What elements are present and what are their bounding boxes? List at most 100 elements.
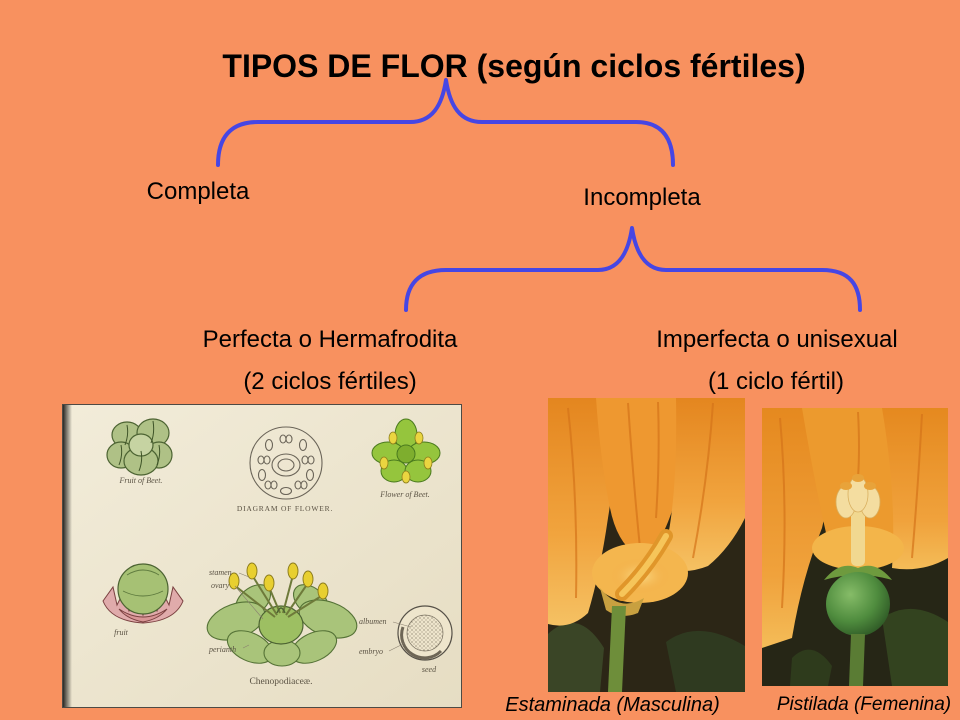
background-foliage bbox=[882, 608, 948, 686]
caption-pistillate: Pistilada (Femenina) bbox=[776, 694, 952, 715]
petal-veins bbox=[567, 401, 714, 599]
botanical-illustration: Fruit of Beet. bbox=[62, 404, 462, 708]
flower-stem bbox=[849, 634, 865, 686]
label-perfecta-detail: (2 ciclos fértiles) bbox=[243, 368, 417, 395]
filament bbox=[268, 586, 281, 614]
anther bbox=[388, 431, 398, 445]
caption-staminate: Estaminada (Masculina) bbox=[505, 694, 720, 716]
anther bbox=[423, 456, 433, 470]
diagram-ovary-ring bbox=[271, 453, 301, 477]
label-stamen: stamen bbox=[209, 568, 232, 577]
stigma-tip bbox=[852, 474, 864, 482]
label-incompleta: Incompleta bbox=[583, 184, 701, 211]
ovary bbox=[826, 572, 890, 636]
flower-stamen-filaments bbox=[233, 574, 324, 618]
label-completa: Completa bbox=[146, 178, 250, 205]
anther bbox=[246, 562, 258, 580]
leader-line bbox=[234, 585, 264, 620]
seed-section-drawing bbox=[388, 605, 453, 661]
fruit-lobe bbox=[128, 433, 154, 457]
anther bbox=[401, 470, 411, 484]
anther bbox=[228, 572, 240, 590]
anther bbox=[263, 574, 275, 592]
beet-flower-drawing bbox=[371, 418, 441, 484]
label-plant-family: Chenopodiaceæ. bbox=[249, 677, 312, 687]
flower-anthers bbox=[228, 562, 329, 600]
diagram-ovary-center bbox=[277, 458, 295, 472]
label-imperfecta-detail: (1 ciclo fértil) bbox=[707, 368, 845, 395]
stigma-tips bbox=[840, 474, 876, 490]
fruit-sepals-front bbox=[118, 608, 168, 623]
label-imperfecta: Imperfecta o unisexual bbox=[656, 326, 898, 353]
label-fruit-of-beet: Fruit of Beet. bbox=[119, 476, 163, 485]
staminate-flower-image bbox=[548, 398, 745, 692]
pistillate-flower-image bbox=[762, 408, 948, 686]
brace-level2 bbox=[404, 226, 862, 312]
botanical-plate-drawing: Fruit of Beet. bbox=[63, 405, 461, 707]
label-flower-of-beet: Flower of Beet. bbox=[379, 490, 430, 499]
diagram-outer-circle bbox=[249, 426, 323, 500]
right-petal bbox=[660, 398, 745, 571]
perianth-mark bbox=[279, 486, 293, 496]
chenopod-flower-drawing bbox=[206, 562, 358, 667]
petal-veins bbox=[779, 411, 923, 609]
anther bbox=[317, 582, 329, 600]
anther bbox=[302, 570, 314, 588]
label-perfecta: Perfecta o Hermafrodita bbox=[202, 326, 458, 353]
filament bbox=[282, 574, 294, 614]
fruit-body bbox=[117, 563, 169, 615]
stigma-tip bbox=[864, 482, 876, 490]
flower-stem bbox=[608, 606, 626, 692]
label-diagram-of-flower: DIAGRAM OF FLOWER. bbox=[237, 504, 333, 513]
filament bbox=[287, 594, 324, 618]
label-albumen: albumen bbox=[359, 617, 387, 626]
stamen-mark bbox=[263, 455, 271, 465]
fruit-body-shading bbox=[122, 569, 164, 597]
pistil-style bbox=[851, 508, 865, 566]
flower-leader-lines bbox=[234, 572, 264, 649]
leader-line bbox=[238, 572, 250, 578]
background-foliage bbox=[790, 649, 832, 686]
pistil-stigma bbox=[835, 475, 881, 519]
background-foliage bbox=[548, 622, 604, 692]
beet-flower-petals bbox=[371, 418, 441, 483]
plate-spine-shadow bbox=[63, 405, 72, 707]
center-petal bbox=[596, 398, 698, 558]
filament bbox=[251, 574, 278, 616]
background-foliage bbox=[666, 630, 745, 692]
anther bbox=[287, 562, 299, 580]
filament bbox=[285, 582, 309, 616]
stamen-mark bbox=[307, 455, 315, 465]
flower-diagram-drawing bbox=[249, 426, 323, 500]
filament bbox=[233, 584, 276, 618]
stamen-mark bbox=[270, 480, 278, 490]
leader-line bbox=[388, 642, 406, 652]
stamen-highlight bbox=[619, 533, 669, 597]
leader-line bbox=[392, 621, 412, 628]
brace-level1 bbox=[216, 78, 675, 167]
fruit-lobe-ribs bbox=[118, 420, 161, 472]
seed-embryo bbox=[400, 626, 443, 660]
flower-styles bbox=[276, 607, 286, 614]
label-fruit: fruit bbox=[114, 628, 129, 637]
seed-albumen bbox=[406, 614, 444, 652]
perianth-mark bbox=[298, 438, 308, 452]
staminate-flower-photo bbox=[548, 398, 745, 692]
classification-braces bbox=[216, 78, 862, 312]
beet-flower-center bbox=[396, 444, 416, 464]
pistillate-flower-photo bbox=[762, 408, 948, 686]
slide-title: TIPOS DE FLOR (según ciclos fértiles) bbox=[222, 48, 806, 84]
stamen-mark bbox=[285, 434, 293, 444]
fruit-drawing bbox=[102, 563, 184, 624]
beet-fruit-cluster-drawing bbox=[106, 418, 173, 476]
perianth-mark bbox=[264, 438, 274, 452]
label-seed: seed bbox=[422, 665, 437, 674]
diagram-perianth-marks bbox=[257, 438, 315, 496]
anther bbox=[379, 456, 389, 470]
perianth-mark bbox=[257, 468, 267, 482]
label-embryo: embryo bbox=[359, 647, 383, 656]
perianth-mark bbox=[305, 468, 315, 482]
diagram-stamen-marks bbox=[257, 434, 315, 490]
beet-flower-stamens bbox=[379, 431, 433, 484]
